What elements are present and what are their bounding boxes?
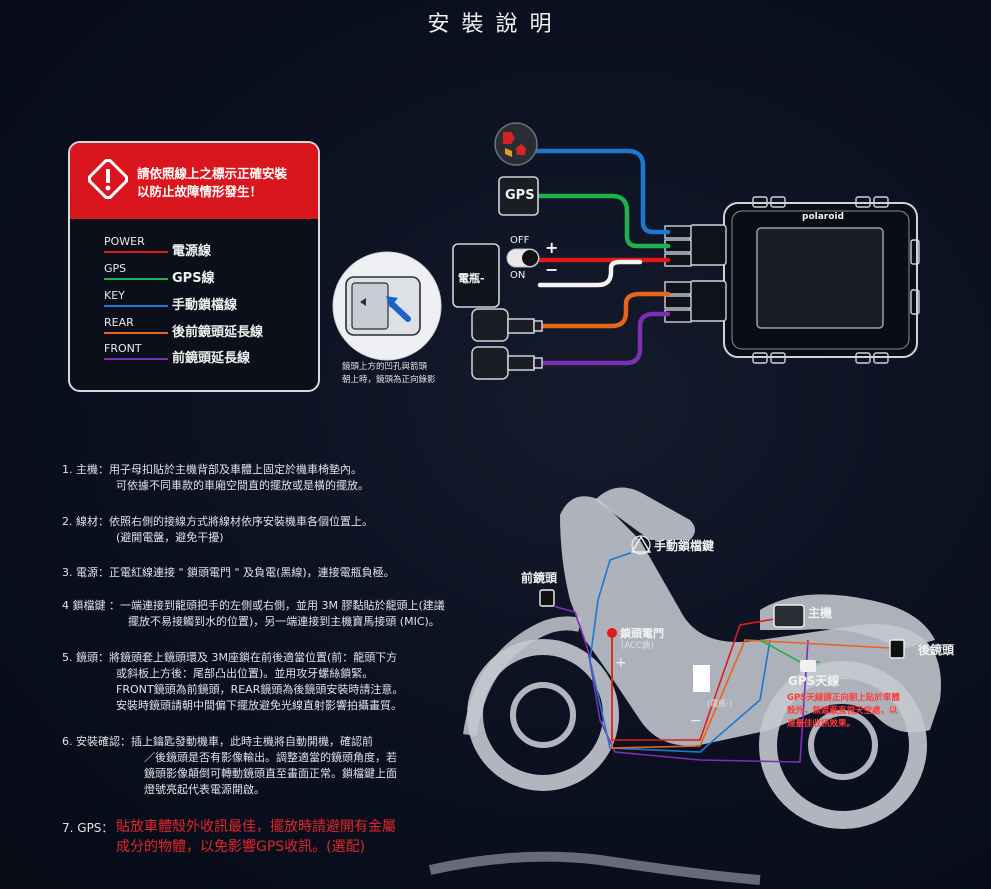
switch-on-label: ON bbox=[510, 270, 526, 281]
ground-wire bbox=[537, 259, 643, 288]
warning-panel: 請依照線上之標示正確安裝 以防止故障情形發生！ POWER 電源線 GPS GPS線 K… bbox=[68, 141, 320, 392]
legend-swatch-0 bbox=[104, 251, 168, 253]
brand-logo: polaroid bbox=[802, 212, 844, 222]
lock-button-label: 手動鎖檔鍵 bbox=[654, 539, 715, 553]
gps-label: GPS bbox=[505, 188, 535, 203]
step-5-line-2: 或斜板上方後：尾部凸出位置)。並用攻牙螺絲鎖緊。 bbox=[116, 667, 374, 680]
gps-wire bbox=[534, 193, 671, 249]
main-unit-device bbox=[664, 196, 920, 364]
warning-line-1: 請依照線上之標示正確安裝 bbox=[137, 166, 288, 181]
scooter-main-unit-icon bbox=[773, 604, 805, 628]
legend-label-1: GPS線 bbox=[172, 271, 215, 286]
step-6-line-2: ／後鏡頭是否有影像輸出。調整適當的鏡頭角度，若 bbox=[144, 751, 397, 764]
power-switch-icon bbox=[506, 248, 540, 268]
legend-label-4: 前鏡頭延長線 bbox=[172, 351, 251, 366]
step-3-line-1: 3. 電源：正電紅線連接 " 鎖頭電門 " 及負電(黑線)，連接電瓶負極。 bbox=[62, 566, 395, 579]
rear-camera-label: 後鏡頭 bbox=[918, 643, 955, 657]
scooter-minus-sign: − bbox=[690, 713, 702, 729]
step-1-line-1: 1. 主機：用子母扣貼於主機背部及車體上固定於機車椅墊內。 bbox=[62, 463, 362, 476]
lock-warning-icon bbox=[630, 535, 652, 555]
legend-swatch-2 bbox=[104, 305, 168, 307]
gps-module-icon bbox=[498, 176, 539, 216]
battery-slot bbox=[693, 665, 710, 692]
key-switch-label: 鎖頭電門 bbox=[620, 627, 664, 640]
step-2-line-1: 2. 線材：依照右側的接線方式將線材依序安裝機車各個位置上。 bbox=[62, 515, 373, 528]
scooter-battery-label: (電瓶-) bbox=[707, 699, 733, 708]
gps-antenna-label: GPS天線 bbox=[788, 674, 840, 688]
gps-note-line-1: GPS天線請正向朝上貼於車體 bbox=[787, 693, 900, 703]
legend-code-2: KEY bbox=[104, 289, 125, 302]
gps-note-line-2: 殼外，無遮蔽直視天空處，以 bbox=[787, 706, 898, 716]
lens-note-line-2: 朝上時，鏡頭為正向錄影 bbox=[342, 375, 436, 385]
gps-antenna-note: GPS天線請正向朝上貼於車體 殼外，無遮蔽直視天空處，以 達最佳收訊效果。 bbox=[787, 692, 900, 731]
warning-header: 請依照線上之標示正確安裝 以防止故障情形發生！ bbox=[70, 143, 318, 219]
battery-box bbox=[452, 243, 500, 308]
front-lens-connector bbox=[471, 346, 543, 380]
warning-icon bbox=[88, 159, 128, 199]
lens-orientation-diagram bbox=[332, 251, 442, 361]
step-5-line-3: FRONT鏡頭為前鏡頭，REAR鏡頭為後鏡頭安裝時請注意。 bbox=[116, 683, 404, 696]
acc-label: (ACC鎖) bbox=[621, 641, 654, 651]
legend-code-0: POWER bbox=[104, 235, 145, 248]
step-4-line-2: 擺放不易接觸到水的位置)，另一端連接到主機寶馬接頭 (MIC)。 bbox=[128, 615, 440, 628]
scooter-front-camera-icon bbox=[539, 589, 555, 607]
gps-step-line-2: 成分的物體，以免影響GPS收訊。(選配) bbox=[116, 839, 366, 855]
scooter-plus-sign: + bbox=[615, 655, 627, 671]
warning-line-2: 以防止故障情形發生！ bbox=[137, 184, 263, 199]
scooter-rear-camera-icon bbox=[889, 639, 905, 659]
step-2-line-2: (避開電盤，避免干擾) bbox=[116, 531, 224, 544]
legend-code-4: FRONT bbox=[104, 342, 142, 355]
rear-lens-connector bbox=[471, 308, 543, 342]
legend-swatch-4 bbox=[104, 358, 168, 360]
step-5-line-1: 5. 鏡頭：將鏡頭套上鏡頭環及 3M座鎖在前後適當位置(前：龍頭下方 bbox=[62, 651, 398, 664]
step-4-line-1: 4 鎖檔鍵 ：一端連接到龍頭把手的左側或右側，並用 3M 膠黏貼於龍頭上(建議 bbox=[62, 599, 445, 612]
lens-note-line-1: 鏡頭上方的凹孔與箭頭 bbox=[342, 362, 428, 372]
plus-sign: + bbox=[545, 238, 559, 257]
legend-code-1: GPS bbox=[104, 262, 127, 275]
lock-key-button-icon bbox=[494, 122, 538, 166]
lens-note: 鏡頭上方的凹孔與箭頭 朝上時，鏡頭為正向錄影 bbox=[342, 361, 436, 387]
step-6-line-1: 6. 安裝確認：插上鑰匙發動機車，此時主機將自動開機，確認前 bbox=[62, 735, 373, 748]
legend-swatch-3 bbox=[104, 332, 168, 334]
step-6-line-4: 燈號亮起代表電源開啟。 bbox=[144, 783, 265, 796]
gps-step-line-1: 貼放車體殼外收訊最佳，擺放時請避開有金屬 bbox=[116, 819, 396, 835]
step-6-line-3: 鏡頭影像顛倒可轉動鏡頭直至畫面正常。鎖檔鍵上面 bbox=[144, 767, 397, 780]
scooter-gps-icon bbox=[800, 660, 816, 672]
switch-off-label: OFF bbox=[510, 235, 530, 246]
page-title: 安裝說明 bbox=[427, 12, 564, 37]
legend-code-3: REAR bbox=[104, 316, 134, 329]
battery-label: 電瓶- bbox=[458, 272, 485, 285]
front-camera-label: 前鏡頭 bbox=[521, 571, 558, 585]
main-unit-label: 主機 bbox=[808, 606, 833, 620]
step-5-line-4: 安裝時鏡頭請朝中間偏下擺放避免光線直射影響拍攝畫質。 bbox=[116, 699, 402, 712]
front-wire bbox=[537, 311, 671, 366]
legend-swatch-1 bbox=[104, 278, 168, 280]
gps-step-label: 7. GPS： bbox=[62, 821, 114, 835]
gps-note-line-3: 達最佳收訊效果。 bbox=[787, 719, 856, 729]
warning-text: 請依照線上之標示正確安裝 以防止故障情形發生！ bbox=[137, 165, 287, 201]
legend-label-3: 後前鏡頭延長線 bbox=[172, 325, 264, 340]
legend-label-0: 電源線 bbox=[172, 244, 212, 259]
legend-label-2: 手動鎖檔線 bbox=[172, 298, 238, 313]
key-wire bbox=[534, 148, 671, 235]
step-1-line-2: 可依據不同車款的車廂空間直的擺放或是橫的擺放。 bbox=[116, 479, 369, 492]
rear-wire bbox=[537, 291, 671, 329]
minus-sign: − bbox=[545, 260, 559, 279]
